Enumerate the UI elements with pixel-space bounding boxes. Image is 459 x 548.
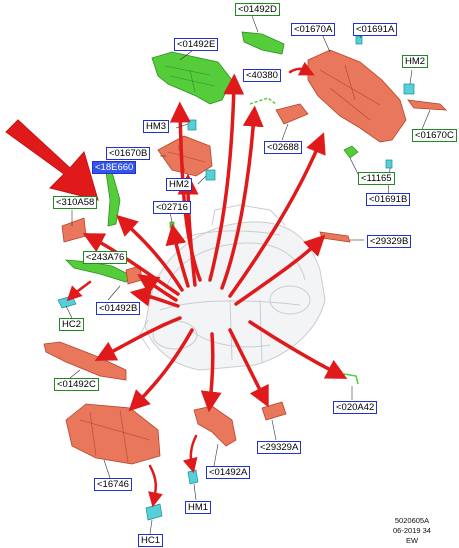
part-02688 xyxy=(275,103,309,125)
part-18e660 xyxy=(105,171,121,227)
arrow-to-310a58 xyxy=(82,233,180,296)
part-01670a xyxy=(307,49,407,143)
part-hm1 xyxy=(187,469,199,485)
arrow-to-29329a xyxy=(228,328,269,408)
arrows xyxy=(66,61,348,508)
part-01691b xyxy=(385,159,393,169)
part-01670b xyxy=(157,135,213,177)
arrow-to-020a42 xyxy=(248,320,348,379)
part-01492a xyxy=(193,405,237,447)
arrow-to-01492c xyxy=(94,316,182,361)
arrow-to-29329b xyxy=(234,234,326,306)
arrow-to-16746 xyxy=(128,328,194,412)
label-02716: <02716 xyxy=(153,201,191,214)
arrow-to-02716 xyxy=(165,223,190,288)
part-hm2-mid xyxy=(205,169,216,181)
arrow-to-18e660 xyxy=(116,214,184,292)
label-020a42: <020A42 xyxy=(333,401,378,414)
part-16746 xyxy=(65,403,161,465)
arrow-to-01670a xyxy=(228,132,326,298)
part-hc1 xyxy=(145,503,163,521)
label-01691a: <01691A xyxy=(353,23,398,36)
part-hm2-top xyxy=(403,83,415,95)
label-01670c: <01670C xyxy=(412,129,457,142)
arrow-to-02688 xyxy=(288,61,315,76)
label-hm3: HM3 xyxy=(143,120,170,133)
diagram-code: 5020605A xyxy=(394,516,430,525)
label-16746: <16746 xyxy=(94,478,132,491)
arrow-to-243a76 xyxy=(137,274,178,302)
part-hc2 xyxy=(57,295,77,309)
label-01670b: <01670B xyxy=(106,147,151,160)
label-02688: <02688 xyxy=(264,141,302,154)
arrow-to-hm1 xyxy=(182,434,198,474)
callout-arrow xyxy=(5,119,99,201)
arrow-to-01492b xyxy=(129,285,180,308)
label-01492d: <01492D xyxy=(235,3,280,16)
label-29329a: <29329A xyxy=(257,441,302,454)
label-01691b: <01691B xyxy=(366,193,411,206)
label-01670a: <01670A xyxy=(291,23,336,36)
part-01492d xyxy=(241,31,285,55)
part-29329a xyxy=(261,401,287,421)
label-hm1: HM1 xyxy=(185,501,212,514)
label-310a58: <310A58 xyxy=(53,196,98,209)
part-020a42 xyxy=(343,373,359,385)
diagram-footer: 5020605A 06-2019 34 EW xyxy=(382,516,442,546)
label-01492c: <01492C xyxy=(54,378,99,391)
label-40380: <40380 xyxy=(243,69,281,82)
label-01492a: <01492A xyxy=(206,466,251,479)
part-01691a xyxy=(355,35,363,45)
part-01492c xyxy=(43,341,127,381)
label-01492b: <01492B xyxy=(96,302,141,315)
label-hc1: HC1 xyxy=(138,534,164,547)
arrow-to-40380 xyxy=(220,105,264,290)
arrow-to-01492a xyxy=(200,332,222,413)
arrow-to-hc1 xyxy=(148,464,163,508)
label-11165: <11165 xyxy=(358,172,395,185)
part-hm3 xyxy=(187,119,197,131)
label-243a76: <243A76 xyxy=(83,251,128,264)
arrow-to-01670b xyxy=(177,173,199,287)
arrow-to-01492d xyxy=(208,73,245,282)
label-29329b: <29329B xyxy=(367,235,412,248)
part-29329b xyxy=(319,231,351,243)
label-18e660: <18E660 xyxy=(92,161,137,174)
label-01492e: <01492E xyxy=(174,38,219,51)
part-40380 xyxy=(249,97,277,105)
part-02716 xyxy=(169,221,175,229)
label-hc2: HC2 xyxy=(59,318,85,331)
label-hm2-top: HM2 xyxy=(402,55,429,68)
label-hm2-mid: HM2 xyxy=(166,178,193,191)
part-01670c xyxy=(407,99,448,111)
part-11165 xyxy=(343,145,359,159)
diagram-initials: EW xyxy=(405,536,419,545)
arrow-to-hc2 xyxy=(66,280,92,302)
part-310a58 xyxy=(61,217,87,243)
diagram-date: 06-2019 34 xyxy=(393,526,431,535)
